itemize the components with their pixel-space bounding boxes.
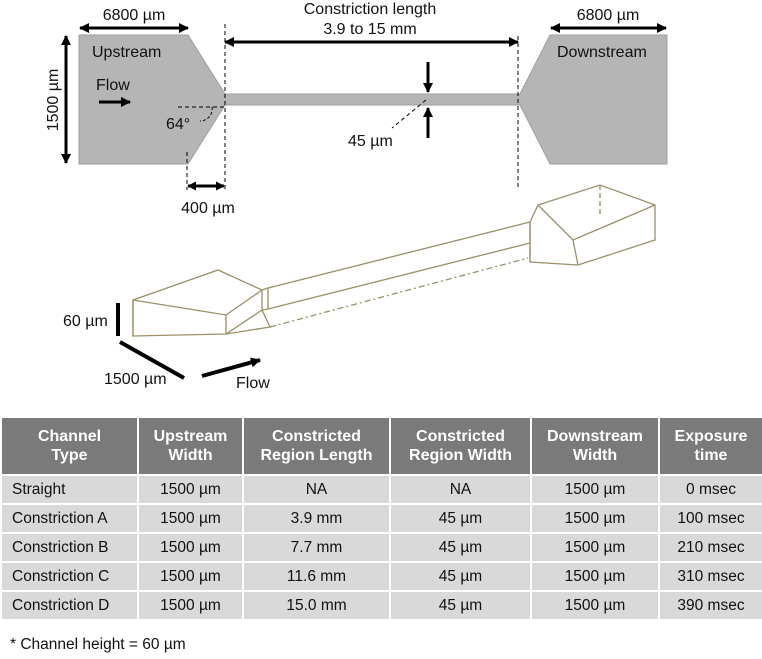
table-cell: Straight: [0, 474, 139, 505]
table-cell: 45 µm: [389, 561, 532, 592]
table-cell: 100 msec: [658, 503, 762, 534]
table-row: Constriction D 1500 µm 15.0 mm 45 µm 150…: [0, 590, 762, 621]
table-row: Constriction C 1500 µm 11.6 mm 45 µm 150…: [0, 561, 762, 592]
table-row: Constriction A 1500 µm 3.9 mm 45 µm 1500…: [0, 503, 762, 534]
constriction-width-label: 45 µm: [348, 133, 393, 150]
channel-3d-view: [132, 184, 656, 337]
table-cell: Constriction A: [0, 503, 139, 534]
angle-label: 64°: [166, 116, 190, 133]
table-cell: NA: [242, 474, 391, 505]
footnote: * Channel height = 60 µm: [10, 636, 186, 653]
table-cell: 1500 µm: [137, 474, 244, 505]
taper-length-label: 400 µm: [181, 200, 235, 217]
table-cell: NA: [389, 474, 532, 505]
flow-label-3d: Flow: [236, 375, 270, 392]
table-cell: 1500 µm: [530, 532, 660, 563]
table-cell: 3.9 mm: [242, 503, 391, 534]
channel-width-label: 1500 µm: [45, 69, 62, 132]
constriction-length-range: 3.9 to 15 mm: [323, 21, 416, 38]
table-cell: 1500 µm: [137, 590, 244, 621]
table-cell: 15.0 mm: [242, 590, 391, 621]
table-row: Constriction B 1500 µm 7.7 mm 45 µm 1500…: [0, 532, 762, 563]
constriction-length-title: Constriction length: [304, 1, 437, 18]
width-bar-3d: [119, 340, 185, 380]
table-cell: Constriction B: [0, 532, 139, 563]
table-cell: 310 msec: [658, 561, 762, 592]
width-label-3d: 1500 µm: [104, 371, 167, 388]
table-cell: Constriction C: [0, 561, 139, 592]
table-cell: 1500 µm: [137, 561, 244, 592]
table-cell: 1500 µm: [530, 590, 660, 621]
upstream-length-label: 6800 µm: [103, 7, 166, 24]
table-cell: 0 msec: [658, 474, 762, 505]
table-cell: 1500 µm: [530, 561, 660, 592]
table-cell: 7.7 mm: [242, 532, 391, 563]
flow-arrow-3d: [201, 357, 261, 378]
flow-label-top: Flow: [96, 77, 130, 94]
table-cell: 45 µm: [389, 532, 532, 563]
table-cell: 1500 µm: [530, 474, 660, 505]
table-cell: 390 msec: [658, 590, 762, 621]
table-cell: 1500 µm: [530, 503, 660, 534]
height-label: 60 µm: [63, 313, 108, 330]
table-cell: 11.6 mm: [242, 561, 391, 592]
downstream-label: Downstream: [557, 44, 647, 61]
table-cell: 45 µm: [389, 503, 532, 534]
table-row: Straight 1500 µm NA NA 1500 µm 0 msec: [0, 474, 762, 505]
table-cell: Constriction D: [0, 590, 139, 621]
table-cell: 45 µm: [389, 590, 532, 621]
channel-diagram: Upstream Downstream Flow 6800 µm 6800 µm…: [45, 1, 668, 392]
table-cell: 1500 µm: [137, 532, 244, 563]
table-cell: 210 msec: [658, 532, 762, 563]
angle-arc: [199, 106, 213, 122]
width-leader: [391, 99, 427, 129]
table-cell: 1500 µm: [137, 503, 244, 534]
downstream-length-label: 6800 µm: [577, 7, 640, 24]
upstream-label: Upstream: [92, 44, 161, 61]
